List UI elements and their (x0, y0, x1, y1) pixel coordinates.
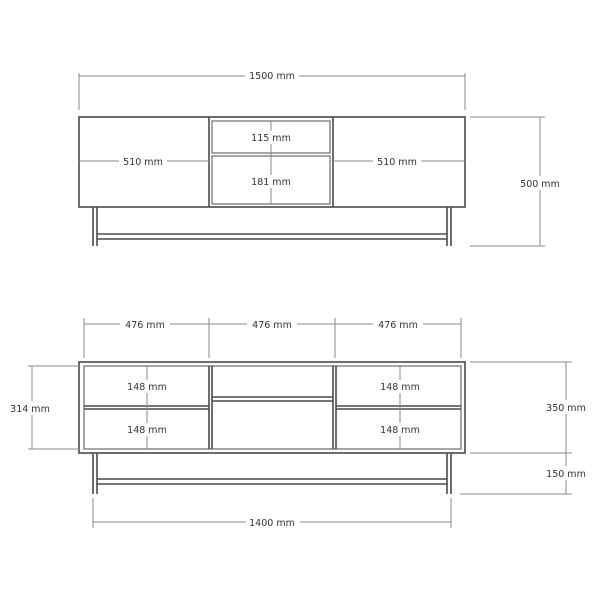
cabinet-body (78, 116, 466, 208)
label-left-upper-shelf: 148 mm (127, 382, 167, 393)
label-body-height: 314 mm (10, 404, 50, 415)
label-middle-section: 476 mm (252, 320, 292, 331)
label-right-lower-shelf: 148 mm (380, 425, 420, 436)
label-cabinet-height: 350 mm (546, 403, 586, 414)
label-left-door: 510 mm (123, 157, 163, 168)
label-right-section: 476 mm (378, 320, 418, 331)
label-left-lower-shelf: 148 mm (127, 425, 167, 436)
open-cabinet-inner (83, 365, 462, 450)
label-leg-height: 150 mm (546, 469, 586, 480)
label-left-section: 476 mm (125, 320, 165, 331)
label-top-drawer: 115 mm (251, 133, 291, 144)
label-right-upper-shelf: 148 mm (380, 382, 420, 393)
label-bottom-drawer: 181 mm (251, 177, 291, 188)
open-cabinet-body (78, 361, 466, 454)
label-right-door: 510 mm (377, 157, 417, 168)
front-view: 1500 mm 510 mm 510 mm 115 mm 181 mm (78, 68, 563, 247)
label-base-width: 1400 mm (249, 518, 295, 529)
label-total-width: 1500 mm (249, 71, 295, 82)
open-view: 476 mm 476 mm 476 mm 148 mm 148 mm 148 m… (8, 317, 593, 529)
label-total-height: 500 mm (520, 179, 560, 190)
